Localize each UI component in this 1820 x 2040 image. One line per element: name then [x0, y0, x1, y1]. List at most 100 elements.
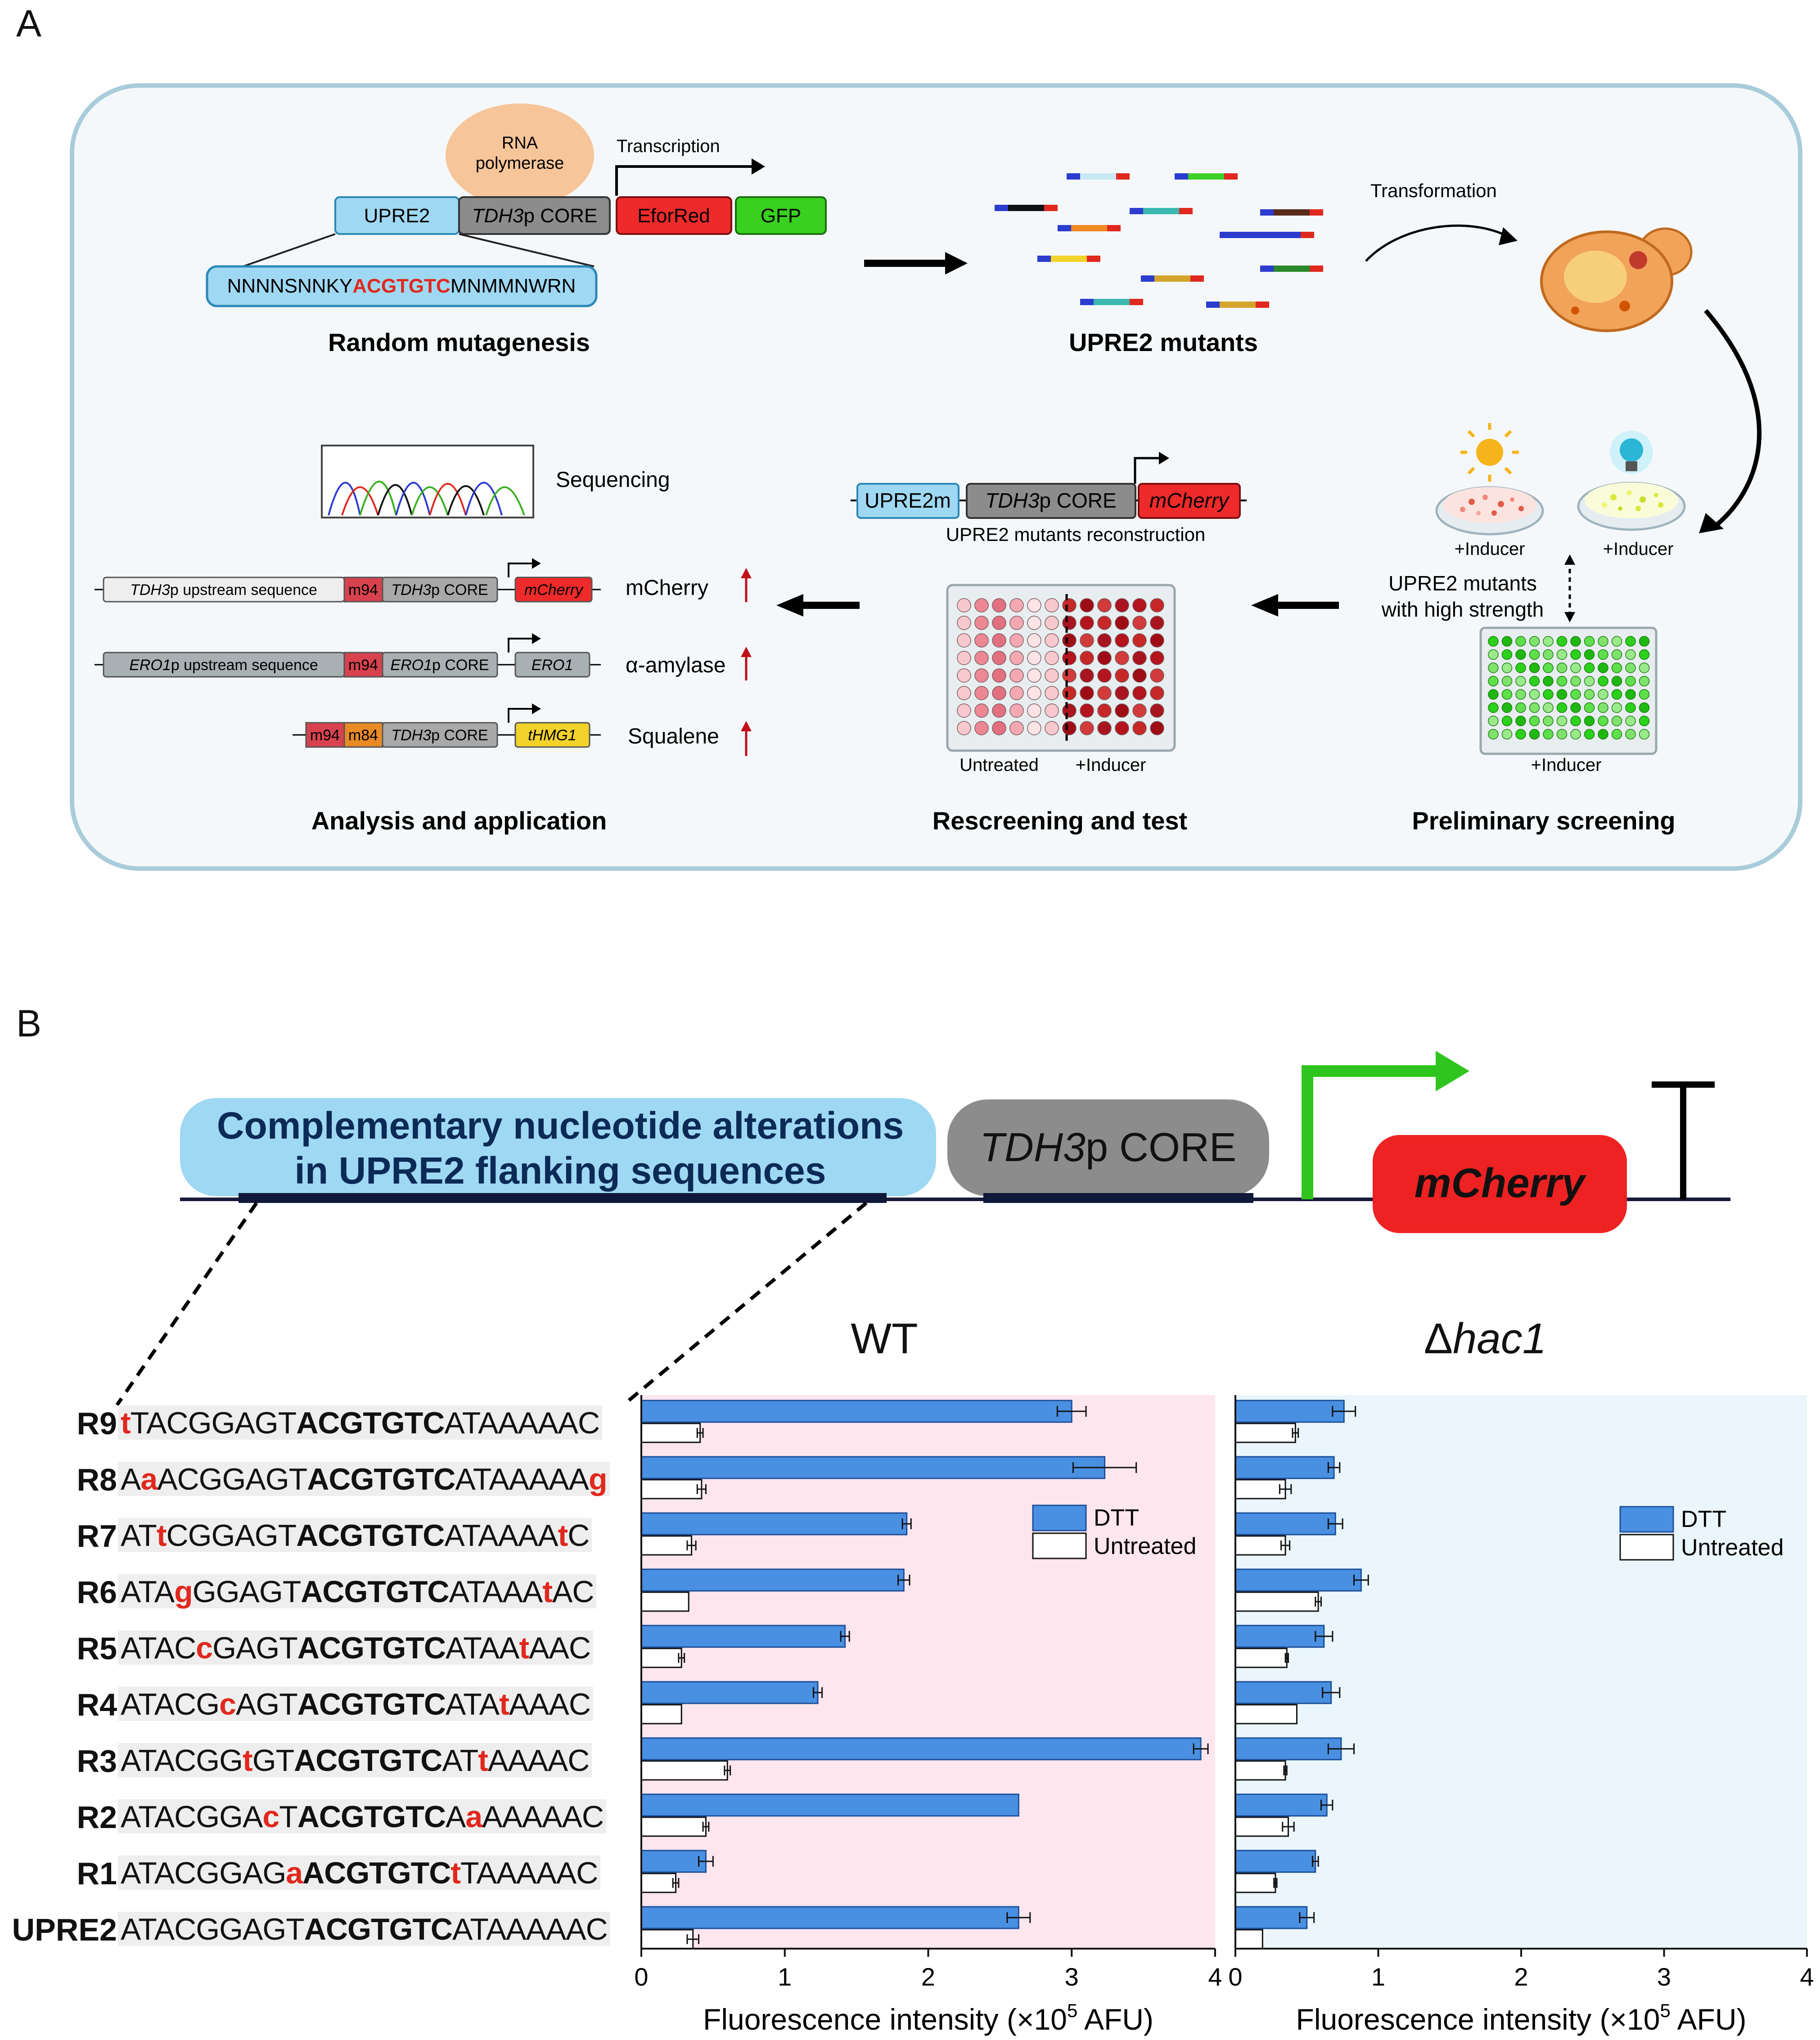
- row1-m94: m94: [348, 581, 378, 599]
- plate-well-green: [1501, 649, 1513, 660]
- plate-well-red: [1027, 721, 1041, 735]
- plate-well-green: [1570, 716, 1581, 726]
- mutated-base: t: [121, 1406, 131, 1440]
- sun-icon: [1460, 423, 1519, 482]
- plate-well-red: [1009, 703, 1024, 718]
- plate-well-red: [1080, 633, 1094, 648]
- plate-well-red: [1097, 686, 1112, 700]
- plate-well-red: [1045, 651, 1059, 665]
- plate-well-red: [974, 651, 989, 665]
- plate-well-green: [1584, 702, 1595, 713]
- plate-well-red: [1097, 721, 1112, 735]
- plate-well-green: [1556, 662, 1568, 673]
- sequence-text: tTACGGAGTACGTGTCATAAAAAC: [118, 1405, 603, 1440]
- plate-well-green: [1488, 716, 1499, 726]
- sequence-text: ATACGGAGTACGTGTCATAAAAAC: [118, 1912, 610, 1946]
- row1-gene: mCherry: [524, 581, 584, 599]
- untreated-plate-label: Untreated: [960, 755, 1039, 775]
- caption-analysis: Analysis and application: [311, 806, 607, 835]
- plate-well-red: [1080, 616, 1094, 630]
- plate-well-red: [1150, 633, 1164, 648]
- sequence-text: ATtCGGAGTACGTGTCATAAAAtC: [118, 1518, 592, 1553]
- sequence-label: R9: [77, 1406, 117, 1441]
- sequence-segment: AGT: [235, 1687, 298, 1721]
- chart-background: [1235, 1395, 1807, 1949]
- error-bar-dtt: [1311, 1856, 1319, 1867]
- error-bar-untreated: [1284, 1653, 1289, 1663]
- x-tick-label: 1: [778, 1963, 792, 1991]
- 96-well-plate-green: [1479, 626, 1658, 755]
- plate-well-red: [1097, 633, 1112, 648]
- sequence-segment: CGGAGT: [166, 1518, 297, 1553]
- plate-well-green: [1598, 729, 1608, 740]
- plate-well-green: [1556, 729, 1568, 740]
- plate-well-red: [1027, 668, 1041, 683]
- sequence-segment: TAAAAAC: [460, 1856, 598, 1890]
- plate-well-red: [1150, 686, 1164, 700]
- panel-b-core-label: TDH3p CORE: [980, 1125, 1236, 1170]
- plate-well-green: [1570, 636, 1581, 647]
- plate-well-green: [1625, 662, 1636, 673]
- error-bar-dtt: [1322, 1687, 1341, 1698]
- sequencing-label: Sequencing: [556, 468, 670, 492]
- plate-well-red: [974, 668, 989, 683]
- plate-well-green: [1611, 636, 1622, 647]
- legend-swatch-dtt: [1619, 1506, 1674, 1533]
- error-bar-dtt: [1332, 1406, 1356, 1417]
- bar-dtt: [640, 1456, 1106, 1479]
- terminator-icon: [1652, 1081, 1715, 1199]
- plate-well-red: [1097, 668, 1112, 683]
- plate-well-red: [1132, 633, 1147, 648]
- chart-title-hac1: Δhac1: [1418, 1314, 1553, 1364]
- plate-well-green: [1625, 729, 1636, 740]
- plate-well-green: [1570, 729, 1581, 740]
- plate-well-red: [1027, 616, 1041, 630]
- sequence-segment: GT: [252, 1743, 294, 1778]
- plate-well-red: [1045, 703, 1059, 718]
- error-bar-untreated: [1315, 1597, 1322, 1607]
- plate-well-red: [974, 598, 989, 612]
- error-bar-untreated: [696, 1428, 704, 1438]
- plate-well-red: [1150, 721, 1164, 735]
- plate-well-green: [1639, 636, 1650, 647]
- plate-well-green: [1639, 702, 1650, 713]
- plate-well-red: [974, 721, 989, 735]
- mutated-base: t: [558, 1518, 568, 1553]
- bar-untreated: [1234, 1873, 1276, 1893]
- bar-dtt: [640, 1400, 1072, 1423]
- x-tick-label: 1: [1371, 1963, 1385, 1991]
- bar-untreated: [1234, 1816, 1289, 1837]
- mutant-fragments: [995, 173, 1323, 308]
- row1-upstream: TDH3p upstream sequence: [130, 581, 317, 599]
- plate-well-green: [1639, 729, 1650, 740]
- efored-box: [616, 196, 732, 235]
- plate-well-green: [1584, 636, 1595, 647]
- bar-dtt: [1234, 1512, 1336, 1536]
- error-bar-untreated: [672, 1878, 680, 1888]
- plate-well-green: [1570, 702, 1581, 713]
- lightbulb-icon: [1610, 431, 1653, 474]
- sequence-segment: ATACGGA: [121, 1800, 263, 1834]
- plate-well-green: [1584, 729, 1595, 740]
- plate-well-green: [1556, 675, 1568, 687]
- title-delta: Δ: [1424, 1315, 1453, 1363]
- error-bar-untreated: [686, 1540, 697, 1550]
- caption-rescreening: Rescreening and test: [933, 806, 1187, 835]
- plate-well-green: [1556, 702, 1568, 713]
- bar-dtt: [1234, 1906, 1308, 1929]
- mutated-base: c: [219, 1687, 236, 1721]
- legend-label-dtt: DTT: [1094, 1505, 1139, 1531]
- bar-untreated: [1234, 1704, 1298, 1725]
- panel-b-mcherry-box: [1373, 1135, 1627, 1233]
- bar-untreated: [1234, 1423, 1296, 1443]
- mutated-base: c: [196, 1631, 213, 1665]
- core-motif: ACGTGTC: [307, 1462, 455, 1496]
- transcription-arrow: [615, 165, 752, 196]
- sequence-text: AaACGGAGTACGTGTCATAAAAAg: [118, 1462, 610, 1496]
- plate-well-red: [1132, 703, 1147, 718]
- bar-dtt: [640, 1906, 1019, 1929]
- bar-dtt: [640, 1512, 908, 1536]
- row3-m84: m84: [348, 727, 378, 744]
